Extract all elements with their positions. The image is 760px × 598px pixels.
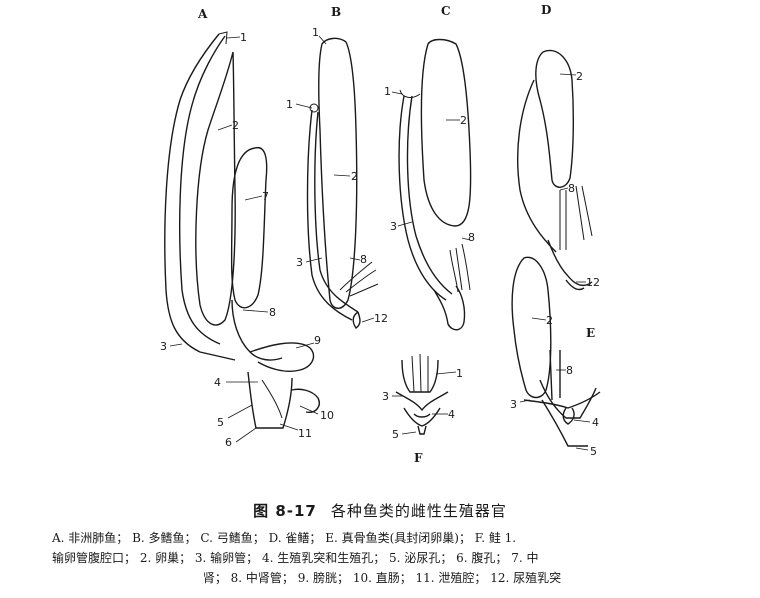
callout-b-2: 2 [351, 170, 358, 183]
drawing-a: 1 2 7 8 3 9 4 5 6 10 11 [160, 31, 334, 449]
callout-d-8: 8 [568, 182, 575, 195]
figure-title: 各种鱼类的雌性生殖器官 [330, 502, 507, 520]
callout-e-8: 8 [566, 364, 573, 377]
callout-c-3: 3 [390, 220, 397, 233]
panel-label-d: D [541, 3, 551, 17]
callout-a-3: 3 [160, 340, 167, 353]
callout-b-1: 1 [286, 98, 293, 111]
panel-label-c: C [441, 4, 451, 18]
drawing-b: 1 1 2 3 8 12 [286, 26, 388, 329]
legend-line-1: A. 非洲肺鱼； B. 多鳍鱼； C. 弓鳍鱼； D. 雀鳝； E. 真骨鱼类(… [52, 531, 517, 545]
legend-line-3: 肾； 8. 中肾管； 9. 膀胱； 10. 直肠； 11. 泄殖腔； 12. 尿… [202, 571, 562, 585]
figure-legend: A. 非洲肺鱼； B. 多鳍鱼； C. 弓鳍鱼； D. 雀鳝； E. 真骨鱼类(… [52, 528, 712, 588]
panel-label-a: A [197, 7, 208, 21]
callout-a-6: 6 [225, 436, 232, 449]
callout-f-3: 3 [382, 390, 389, 403]
figure-illustration: A B C D E F 1 2 7 8 3 9 4 5 6 10 1 [160, 3, 601, 465]
callout-a-2: 2 [232, 119, 239, 132]
callout-a-8: 8 [269, 306, 276, 319]
panel-label-b: B [331, 5, 341, 19]
callout-e-2: 2 [546, 314, 553, 327]
drawing-d: 2 8 12 [516, 49, 600, 291]
callout-d-2: 2 [576, 70, 583, 83]
callout-c-1: 1 [384, 85, 391, 98]
callout-e-5: 5 [590, 445, 597, 458]
callout-f-5: 5 [392, 428, 399, 441]
callout-f-1: 1 [456, 367, 463, 380]
callout-a-11: 11 [298, 427, 312, 440]
callout-b-3: 3 [296, 256, 303, 269]
figure-caption-title: 图 8-17 各种鱼类的雌性生殖器官 [0, 500, 760, 521]
callout-a-9: 9 [314, 334, 321, 347]
callout-e-4: 4 [592, 416, 599, 429]
figure-number: 图 8-17 [253, 502, 317, 520]
callout-a-7: 7 [262, 190, 269, 203]
panel-label-e: E [586, 326, 595, 340]
drawing-e: 2 8 3 4 5 [510, 256, 601, 458]
callout-a-5: 5 [217, 416, 224, 429]
panel-label-f: F [414, 451, 423, 465]
callout-a-4: 4 [214, 376, 221, 389]
callout-b-12: 12 [374, 312, 388, 325]
drawing-f: 1 3 4 5 [382, 353, 463, 441]
callout-d-12: 12 [586, 276, 600, 289]
legend-line-2: 输卵管腹腔口； 2. 卵巢； 3. 输卵管； 4. 生殖乳突和生殖孔； 5. 泌… [52, 551, 539, 565]
callout-f-4: 4 [448, 408, 455, 421]
callout-e-3: 3 [510, 398, 517, 411]
drawing-c: 1 2 3 8 [384, 38, 475, 331]
callout-c-2: 2 [460, 114, 467, 127]
callout-c-8: 8 [468, 231, 475, 244]
callout-a-10: 10 [320, 409, 334, 422]
callout-b-8: 8 [360, 253, 367, 266]
callout-a-1: 1 [240, 31, 247, 44]
callout-b-1-top: 1 [312, 26, 319, 39]
